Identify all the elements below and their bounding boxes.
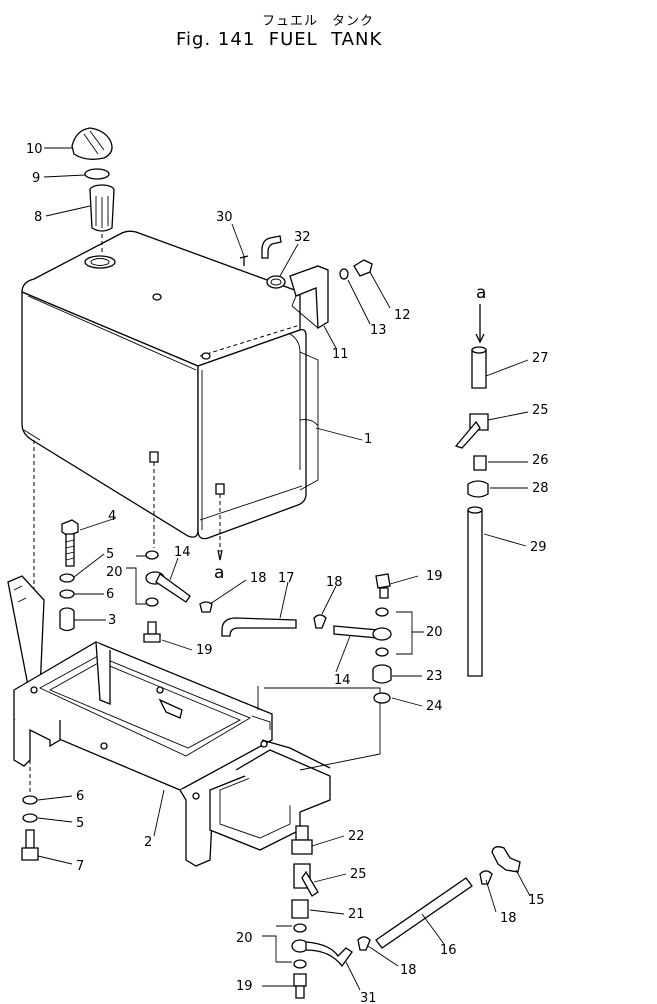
callout-4: 4 [108,509,116,524]
washer [375,607,389,617]
callout-16: 16 [440,943,457,958]
nut [372,664,392,684]
lock-washer [59,589,75,599]
hose-clamp [357,936,371,951]
bolt [375,573,391,599]
bolt [353,259,373,277]
callout-24: 24 [426,699,443,714]
lock-washer [22,795,38,805]
drain-hose [375,877,473,949]
hose-clamp [199,601,213,613]
bolt [293,973,307,999]
callout-20: 20 [236,931,253,946]
band [289,265,329,330]
callout-14: 14 [334,673,351,688]
reference-arrow [475,304,485,344]
mounting-frame [7,575,381,867]
mount-bolt [61,519,79,567]
banjo-fitting [145,571,191,603]
washer [375,647,389,657]
bolt [21,760,39,861]
washer [145,597,159,607]
callout-18: 18 [250,571,267,586]
callout-2: 2 [144,835,152,850]
drain-pipe [467,506,483,677]
nipple [291,825,313,855]
callout-6: 6 [106,587,114,602]
washer [145,550,159,560]
callout-11: 11 [332,347,349,362]
grommet [266,275,286,289]
washer [293,923,307,933]
spacer [59,607,75,632]
elbow-fitting [467,480,489,498]
washer [22,813,38,823]
drain-pipe-upper [471,346,487,389]
pin [239,255,249,266]
drain-valve [454,413,489,449]
callout-13: 13 [370,323,387,338]
callout-32: 32 [294,230,311,245]
filler-cap [71,127,113,160]
callout-28: 28 [532,481,549,496]
callout-5: 5 [76,816,84,831]
hose-clamp [313,614,327,629]
callout-23: 23 [426,669,443,684]
hose-clamp [479,870,493,885]
seal-washer [373,692,391,704]
callout-18: 18 [326,575,343,590]
callout-17: 17 [278,571,295,586]
callout-19: 19 [196,643,213,658]
callout-21: 21 [348,907,365,922]
callout-18: 18 [500,911,517,926]
banjo-elbow [291,939,353,968]
callout-3: 3 [108,613,116,628]
adapter [473,455,487,471]
callout-25: 25 [532,403,549,418]
callout-8: 8 [34,210,42,225]
callout-29: 29 [530,540,547,555]
callout-ref-a: a [214,563,224,583]
connector [143,621,161,643]
callout-27: 27 [532,351,549,366]
leader-lines [37,147,531,991]
callout-1: 1 [364,432,372,447]
callout-15: 15 [528,893,545,908]
callout-31: 31 [360,991,377,1004]
figure-title: Fig. 141 FUEL TANK [176,29,383,50]
callout-10: 10 [26,142,43,157]
callout-9: 9 [32,171,40,186]
fuel-hose [221,617,297,637]
callout-30: 30 [216,210,233,225]
callout-22: 22 [348,829,365,844]
washer [339,268,349,280]
breather-tube [261,235,282,259]
callout-ref-a: a [476,283,486,303]
callout-19: 19 [236,979,253,994]
callout-25: 25 [350,867,367,882]
callout-14: 14 [174,545,191,560]
callout-20: 20 [106,565,123,580]
callout-12: 12 [394,308,411,323]
callout-20: 20 [426,625,443,640]
callout-7: 7 [76,859,84,874]
callout-18: 18 [400,963,417,978]
figure-title-japanese: フュエル タンク [262,14,375,29]
callout-6: 6 [76,789,84,804]
banjo-fitting [333,625,392,641]
fuel-tank [21,230,319,680]
drain-cock [491,846,521,873]
washer [59,573,75,583]
o-ring [84,168,110,180]
drain-valve [293,863,319,897]
washer [293,959,307,969]
adapter [291,899,309,919]
strainer [89,184,115,252]
callout-26: 26 [532,453,549,468]
callout-5: 5 [106,547,114,562]
callout-19: 19 [426,569,443,584]
